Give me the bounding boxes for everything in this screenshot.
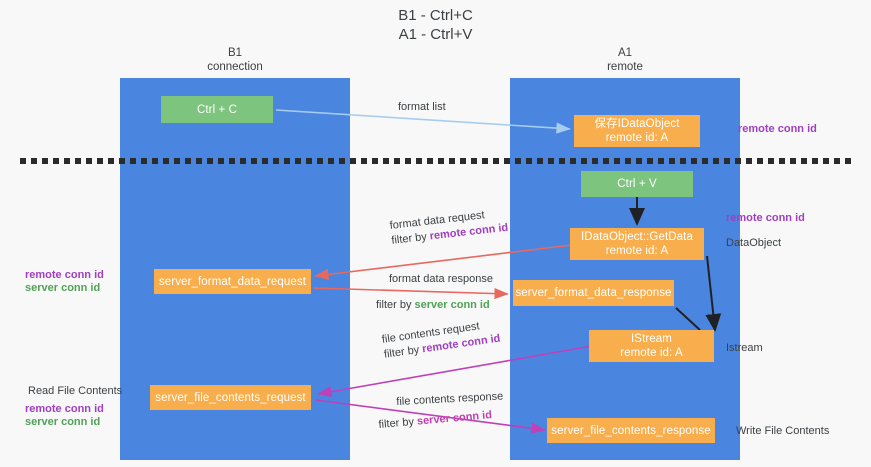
annot-left-read-file-contents: Read File Contents: [28, 385, 123, 397]
node-server-file-contents-response[interactable]: server_file_contents_response: [547, 418, 715, 443]
edge-label-format-data-request: format data request filter by remote con…: [389, 206, 509, 249]
annot-right-write-file-contents: Write File Contents: [736, 425, 830, 437]
node-server-format-data-response[interactable]: server_format_data_response: [513, 280, 674, 306]
node-idataobject-save[interactable]: 保存IDataObject remote id: A: [574, 115, 700, 147]
node-ctrl-c[interactable]: Ctrl + C: [161, 96, 273, 123]
node-idataobject-getdata[interactable]: IDataObject::GetData remote id: A: [570, 228, 704, 260]
page-title: B1 - Ctrl+C A1 - Ctrl+V: [398, 7, 473, 43]
annot-left-server-conn-id-2: server conn id: [25, 416, 101, 428]
edge-label-file-contents-request: file contents request filter by remote c…: [381, 317, 501, 363]
annot-right-remote-conn-id-mid: remote conn id: [726, 212, 805, 224]
edge-label-file-contents-response-filter: filter by server conn id: [378, 409, 493, 431]
annot-right-remote-conn-id-top: remote conn id: [738, 123, 817, 135]
node-server-format-data-request[interactable]: server_format_data_request: [154, 269, 311, 294]
edge-label-file-contents-response: file contents response: [396, 389, 504, 410]
annot-right-dataobject: DataObject: [726, 237, 782, 249]
edge-label-format-data-response-filter: filter by server conn id: [376, 299, 490, 311]
annot-left-remote-conn-id: remote conn id: [25, 269, 104, 281]
key-server-conn-id-2: server conn id: [416, 409, 493, 428]
node-ctrl-v[interactable]: Ctrl + V: [581, 171, 693, 197]
edge-label-file-contents-response-text: file contents response: [396, 390, 504, 408]
annot-left-remote-conn-id-2: remote conn id: [25, 403, 104, 415]
lane-header-b1: B1 connection: [207, 47, 263, 73]
phase-divider: [20, 158, 853, 164]
node-server-file-contents-request[interactable]: server_file_contents_request: [150, 385, 311, 410]
annot-right-istream: Istream: [726, 342, 763, 354]
edge-label-format-data-response-text: format data response: [389, 273, 493, 285]
annot-left-server-conn-id: server conn id: [25, 282, 101, 294]
node-istream[interactable]: IStream remote id: A: [589, 330, 714, 362]
edge-label-format-list: format list: [398, 101, 446, 113]
lane-header-a1: A1 remote: [607, 47, 643, 73]
key-server-conn-id: server conn id: [414, 299, 490, 311]
edge-label-format-data-response: format data response: [389, 272, 493, 287]
